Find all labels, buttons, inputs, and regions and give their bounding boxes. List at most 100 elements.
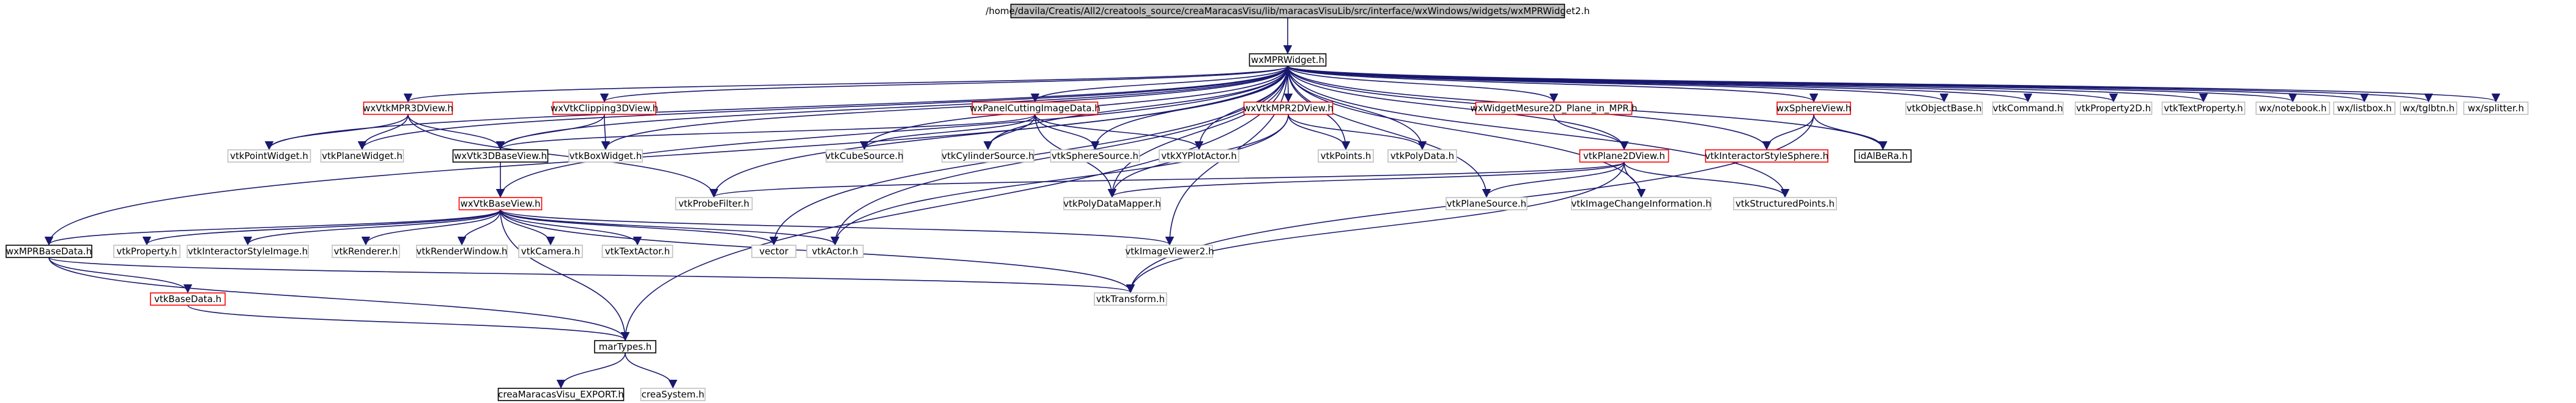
edge-wxPanelCuttingImageData-to-vtkXYPlotActor — [1034, 114, 1204, 150]
node-label: vtkCylinderSource.h — [941, 150, 1034, 161]
node-vtkPoints[interactable]: vtkPoints.h — [1318, 149, 1374, 163]
node-box — [751, 245, 796, 258]
node-idAlBeRa[interactable]: idAlBeRa.h — [1854, 149, 1912, 163]
node-label: marTypes.h — [599, 341, 652, 352]
node-vtkTextActor[interactable]: vtkTextActor.h — [601, 245, 674, 258]
node-creaMaracasVisuExport[interactable]: creaMaracasVisu_EXPORT.h — [497, 388, 625, 401]
node-vtkPlaneWidget[interactable]: vtkPlaneWidget.h — [320, 149, 404, 163]
node-vtkInteractorStyleImage[interactable]: vtkInteractorStyleImage.h — [187, 245, 309, 258]
node-box — [1705, 149, 1828, 163]
node-vtkImageChangeInformation[interactable]: vtkImageChangeInformation.h — [1571, 197, 1712, 210]
node-wxMPRWidget[interactable]: wxMPRWidget.h — [1249, 53, 1327, 67]
node-vtkClipping3DView[interactable]: wxVtkClipping3DView.h — [551, 102, 658, 115]
edge-wxMPRWidget-to-wxSplitter — [1287, 65, 2500, 103]
edge-wxMPRWidget-to-vtkPlaneSource — [1287, 65, 1491, 198]
node-box — [1475, 102, 1633, 115]
node-vtkRenderWindow[interactable]: vtkRenderWindow.h — [416, 245, 508, 258]
node-marTypes[interactable]: marTypes.h — [594, 340, 656, 353]
node-vtkPolyDataMapper[interactable]: vtkPolyDataMapper.h — [1063, 197, 1161, 210]
node-wxTglbtn[interactable]: wx/tglbtn.h — [2400, 102, 2457, 115]
node-vtkImageViewer2[interactable]: vtkImageViewer2.h — [1125, 245, 1214, 258]
node-box — [1249, 53, 1327, 67]
node-vtkCommand[interactable]: vtkCommand.h — [1992, 102, 2064, 115]
node-root: /home/davila/Creatis/All2/creatools_sour… — [985, 4, 1590, 18]
node-wxSphereView[interactable]: wxSphereView.h — [1776, 102, 1851, 115]
edge-wxMPRWidget-to-wxSphereView — [1287, 65, 1818, 103]
node-box — [518, 245, 583, 258]
node-vtkTransform[interactable]: vtkTransform.h — [1094, 292, 1167, 306]
node-box — [1854, 149, 1912, 163]
node-label: /home/davila/Creatis/All2/creatools_sour… — [985, 6, 1589, 17]
node-wxPanelCuttingImageData[interactable]: wxPanelCuttingImageData.h — [970, 102, 1101, 115]
node-box — [806, 245, 864, 258]
node-label: wxMPRBaseData.h — [6, 246, 92, 257]
edge-wxVtkBaseView-to-vtkActor — [500, 209, 839, 246]
edge-wxMPRWidget-to-wxVtkBaseView — [496, 65, 1288, 198]
node-vtkPolyData[interactable]: vtkPolyData.h — [1387, 149, 1457, 163]
node-vtkStructuredPoints[interactable]: vtkStructuredPoints.h — [1733, 197, 1837, 210]
node-vtkProperty2D[interactable]: vtkProperty2D.h — [2074, 102, 2153, 115]
node-box — [2400, 102, 2457, 115]
node-vtkInteractorStyleSphere[interactable]: vtkInteractorStyleSphere.h — [1705, 149, 1828, 163]
edge-wxMPRWidget-to-wxVtkMPR3DView — [404, 65, 1288, 103]
node-wxVtkBaseView[interactable]: wxVtkBaseView.h — [458, 197, 543, 210]
node-vector[interactable]: vector — [751, 245, 796, 258]
node-label: vtkCubeSource.h — [825, 150, 904, 161]
node-box — [363, 102, 453, 115]
node-wxMPRBaseData[interactable]: wxMPRBaseData.h — [6, 245, 92, 258]
node-vtkProperty[interactable]: vtkProperty.h — [113, 245, 180, 258]
node-box — [458, 197, 543, 210]
node-label: vtkRenderWindow.h — [417, 246, 508, 257]
edge-vtkPlane2DView-to-vtkImageChangeInformation — [1624, 161, 1646, 198]
node-box — [1992, 102, 2064, 115]
node-vtkCubeSource[interactable]: vtkCubeSource.h — [825, 149, 904, 163]
node-label: vtkImageViewer2.h — [1125, 246, 1214, 257]
node-label: wxMPRWidget.h — [1251, 54, 1324, 65]
node-label: vtkPolyData.h — [1390, 150, 1454, 161]
node-wxListbox[interactable]: wx/listbox.h — [2333, 102, 2396, 115]
node-label: vtkPoints.h — [1321, 150, 1372, 161]
node-box — [320, 149, 404, 163]
node-label: wxPanelCuttingImageData.h — [970, 103, 1101, 114]
node-box — [1010, 4, 1565, 18]
node-vtkBoxWidget[interactable]: vtkBoxWidget.h — [568, 149, 643, 163]
node-box — [1446, 197, 1527, 210]
edge-vtkClipping3DView-to-vtkBoxWidget — [601, 114, 611, 150]
node-vtkCylinderSource[interactable]: vtkCylinderSource.h — [941, 149, 1034, 163]
edge-wxPanelCuttingImageData-to-vtkCylinderSource — [983, 114, 1036, 150]
node-wxVtk3DBaseView[interactable]: wxVtk3DBaseView.h — [452, 149, 549, 163]
node-label: vtkSphereSource.h — [1052, 150, 1138, 161]
node-vtkPointWidget[interactable]: vtkPointWidget.h — [227, 149, 311, 163]
node-box — [113, 245, 180, 258]
node-wxSplitter[interactable]: wx/splitter.h — [2463, 102, 2529, 115]
node-box — [150, 292, 226, 306]
node-vtkPlaneSource[interactable]: vtkPlaneSource.h — [1446, 197, 1527, 210]
node-vtkSphereSource[interactable]: vtkSphereSource.h — [1050, 149, 1140, 163]
node-creaSystem[interactable]: creaSystem.h — [640, 388, 706, 401]
node-wxVtkMPR2DView[interactable]: wxVtkMPR2DView.h — [1243, 102, 1334, 115]
edge-wxVtkMPR3DView-to-vtkPointWidget — [264, 114, 409, 150]
node-vtkProbeFilter[interactable]: vtkProbeFilter.h — [675, 197, 753, 210]
node-vtkTextProperty[interactable]: vtkTextProperty.h — [2161, 102, 2246, 115]
edge-wxMPRWidget-to-vtkStructuredPoints — [1287, 65, 1790, 198]
node-vtkPlane2DView[interactable]: vtkPlane2DView.h — [1579, 149, 1669, 163]
node-box — [825, 149, 904, 163]
edge-vtkBaseData-to-marTypes — [187, 305, 629, 341]
node-wxWidgetMesure2D[interactable]: wxWidgetMesure2D_Plane_in_MPR.h — [1470, 102, 1638, 115]
node-box — [187, 245, 309, 258]
node-wxNotebook[interactable]: wx/notebook.h — [2255, 102, 2330, 115]
edge-vtkPlane2DView-to-vtkTransform — [1126, 161, 1625, 294]
node-box — [594, 340, 656, 353]
node-label: vtkCommand.h — [1993, 103, 2063, 114]
node-vtkBaseData[interactable]: vtkBaseData.h — [150, 292, 226, 306]
node-vtkCamera[interactable]: vtkCamera.h — [518, 245, 583, 258]
node-box — [1159, 149, 1239, 163]
node-box — [568, 149, 643, 163]
node-vtkObjectBase[interactable]: vtkObjectBase.h — [1905, 102, 1983, 115]
node-vtkActor[interactable]: vtkActor.h — [806, 245, 864, 258]
node-vtkRenderer[interactable]: vtkRenderer.h — [332, 245, 400, 258]
node-box — [1094, 292, 1167, 306]
node-wxVtkMPR3DView[interactable]: wxVtkMPR3DView.h — [363, 102, 453, 115]
node-vtkXYPlotActor[interactable]: vtkXYPlotActor.h — [1159, 149, 1239, 163]
